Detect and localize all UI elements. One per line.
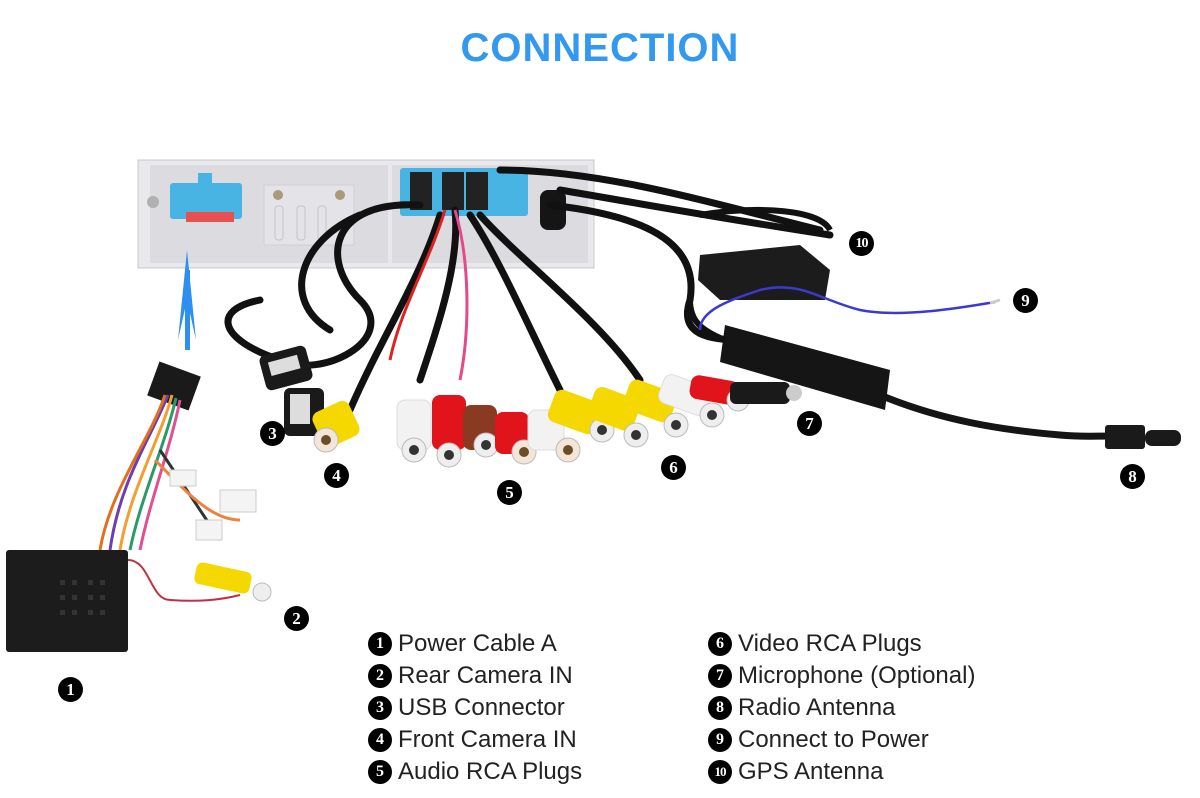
- legend-label: Rear Camera IN: [398, 662, 573, 689]
- legend-label: Audio RCA Plugs: [398, 758, 583, 785]
- radio-antenna-module: [687, 299, 1181, 449]
- legend-number-icon: 8: [708, 696, 732, 720]
- insert-arrow-icon: [178, 250, 196, 350]
- legend-number-icon: 4: [368, 728, 392, 752]
- legend-number-icon: 10: [708, 760, 732, 784]
- legend-label: Video RCA Plugs: [738, 630, 922, 657]
- legend-label: Front Camera IN: [398, 726, 577, 753]
- legend-number-icon: 6: [708, 632, 732, 656]
- legend-number-icon: 3: [368, 696, 392, 720]
- legend-label: Connect to Power: [738, 726, 929, 753]
- legend-number-icon: 5: [368, 760, 392, 784]
- legend-label: Radio Antenna: [738, 694, 896, 721]
- power-cable-harness: [6, 361, 257, 652]
- legend-number-icon: 9: [708, 728, 732, 752]
- legend-number-icon: 2: [368, 664, 392, 688]
- microphone-jack: [730, 382, 802, 404]
- callout-8-badge: 8: [1120, 464, 1145, 489]
- callout-5-badge: 5: [497, 480, 522, 505]
- callout-7-badge: 7: [797, 411, 822, 436]
- callout-2-badge: 2: [284, 606, 309, 631]
- usb-connector: [259, 345, 324, 436]
- legend-label: Power Cable A: [398, 630, 557, 657]
- legend-label: GPS Antenna: [738, 758, 884, 785]
- callout-1-badge: 1: [58, 677, 83, 702]
- legend-number-icon: 1: [368, 632, 392, 656]
- page-title: CONNECTION: [460, 26, 740, 70]
- callout-3-badge: 3: [260, 421, 285, 446]
- gps-antenna: [698, 207, 833, 300]
- callout-10-badge: 10: [849, 231, 874, 256]
- legend-label: USB Connector: [398, 694, 565, 721]
- callout-6-badge: 6: [661, 455, 686, 480]
- callout-4-badge: 4: [324, 463, 349, 488]
- rear-camera-plug: [194, 562, 272, 602]
- rca-plug-group: [312, 374, 750, 468]
- callout-9-badge: 9: [1013, 288, 1038, 313]
- legend-label: Microphone (Optional): [738, 662, 976, 689]
- power-connector-socket: [170, 183, 242, 219]
- legend-number-icon: 7: [708, 664, 732, 688]
- power-wire: [698, 286, 996, 331]
